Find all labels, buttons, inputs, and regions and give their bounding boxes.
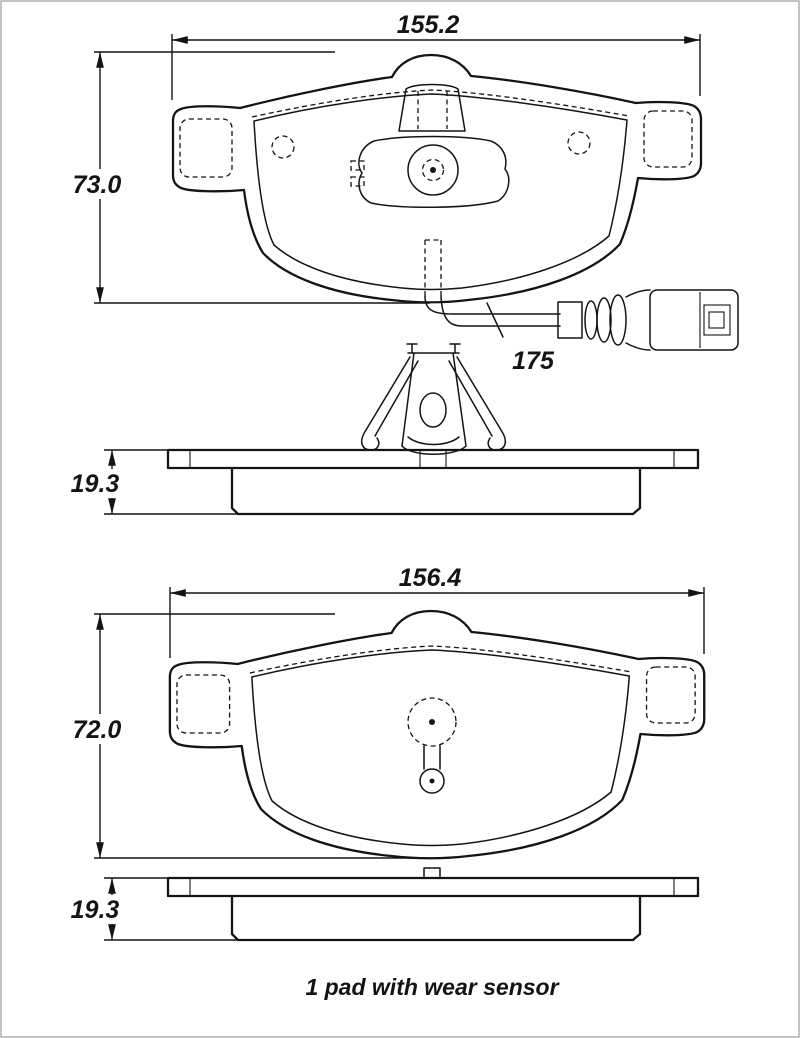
backing-plate bbox=[166, 448, 700, 470]
extension-lines bbox=[104, 877, 430, 941]
friction-material bbox=[230, 466, 642, 516]
boot-rib-2 bbox=[596, 297, 612, 343]
keyhole-slot bbox=[423, 745, 441, 770]
dim-label-pad1-width: 155.2 bbox=[397, 11, 460, 39]
dim-label-pad2-height: 72.0 bbox=[73, 716, 122, 744]
extension-lines bbox=[171, 34, 701, 100]
clip-top-tabs bbox=[406, 343, 461, 354]
pad2-right-ear-slot bbox=[645, 666, 696, 724]
clip-arms bbox=[365, 356, 502, 437]
plate-details bbox=[189, 450, 675, 468]
dim-pad1-thickness: 19.3 bbox=[56, 449, 430, 515]
wire-tube bbox=[424, 295, 561, 327]
keyhole-lower-dot bbox=[429, 778, 435, 784]
center-tab bbox=[423, 867, 441, 879]
extension-lines bbox=[169, 587, 705, 658]
keyhole-upper-circle bbox=[407, 697, 457, 747]
dim-pad2-height: 72.0 bbox=[57, 613, 430, 859]
sensor-funnel bbox=[398, 83, 466, 132]
boot-bell bbox=[625, 289, 651, 351]
keyhole-upper-dot bbox=[429, 719, 435, 725]
wear-sensor-wire: 175 bbox=[424, 289, 739, 375]
label-mask bbox=[57, 714, 137, 744]
pad2-center-keyhole bbox=[407, 697, 457, 794]
wire-break-mark bbox=[486, 302, 504, 338]
dim-label-pad2-thickness: 19.3 bbox=[71, 896, 120, 924]
wear-sensor-mount bbox=[350, 83, 510, 296]
pad2-left-ear-slot bbox=[176, 674, 231, 734]
pad1-outer-outline bbox=[171, 53, 703, 304]
dim-label-sensor-length: 175 bbox=[512, 347, 555, 375]
pad2-hidden-edge bbox=[249, 645, 632, 674]
sensor-center-hole bbox=[407, 144, 459, 196]
plate-details bbox=[189, 878, 675, 896]
dim-label-pad1-thickness: 19.3 bbox=[71, 470, 120, 498]
pad1-side-view bbox=[166, 448, 700, 516]
sensor-plate bbox=[358, 135, 510, 208]
connector-socket bbox=[703, 304, 731, 336]
extension-lines bbox=[94, 51, 430, 304]
dim-pad2-thickness: 19.3 bbox=[56, 877, 430, 941]
pad1-left-ear-slot bbox=[179, 118, 233, 178]
pad1-left-hole bbox=[271, 135, 295, 159]
pad2-outline-group bbox=[168, 609, 706, 860]
connector-body bbox=[649, 289, 739, 351]
connector-pin bbox=[708, 311, 725, 329]
boot-rib-1 bbox=[584, 300, 598, 340]
pad2-front-view bbox=[168, 609, 706, 860]
friction-material bbox=[230, 894, 642, 942]
boot-cylinder bbox=[557, 301, 583, 339]
keyhole-lower-circle bbox=[419, 768, 445, 794]
clip-hooks bbox=[360, 429, 507, 451]
sensor-center-hole-hidden bbox=[421, 158, 445, 182]
dim-label-pad1-height: 73.0 bbox=[73, 171, 122, 199]
extension-lines bbox=[104, 449, 430, 515]
pad1-right-hole bbox=[567, 131, 591, 155]
label-mask bbox=[57, 169, 137, 199]
dim-pad1-height: 73.0 bbox=[57, 51, 430, 304]
sensor-side-tabs bbox=[350, 160, 365, 187]
dim-pad1-width: 155.2 bbox=[171, 11, 701, 100]
sensor-center-dot bbox=[430, 167, 436, 173]
pad2-inner-outline bbox=[251, 649, 631, 847]
extension-lines bbox=[94, 613, 430, 859]
sensor-exit-slot bbox=[424, 239, 442, 296]
pad1-right-ear-slot bbox=[643, 110, 693, 168]
pad1-front-view bbox=[171, 53, 703, 304]
spring-clip bbox=[360, 343, 507, 455]
pad2-outer-outline bbox=[168, 609, 706, 860]
sensor-funnel-hidden bbox=[417, 91, 448, 129]
boot-rib-3 bbox=[609, 294, 627, 346]
clip-hole bbox=[419, 392, 447, 428]
pad2-side-view bbox=[166, 867, 700, 942]
label-mask bbox=[56, 895, 136, 924]
dim-label-pad2-width: 156.4 bbox=[399, 564, 462, 592]
clip-base bbox=[401, 436, 467, 455]
clip-channel bbox=[401, 352, 467, 447]
caption: 1 pad with wear sensor bbox=[305, 974, 559, 1000]
dim-pad2-width: 156.4 bbox=[169, 564, 705, 658]
pad1-hidden-edge bbox=[251, 89, 630, 118]
pad1-inner-outline bbox=[253, 93, 628, 291]
label-mask bbox=[56, 469, 136, 498]
backing-plate bbox=[166, 876, 700, 898]
